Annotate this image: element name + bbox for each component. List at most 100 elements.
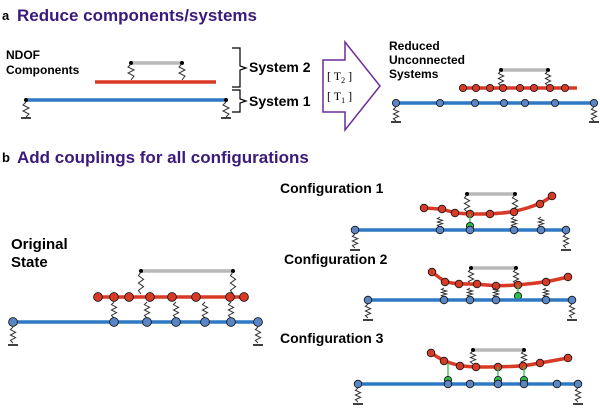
system1-spring (574, 387, 582, 403)
system2-node (471, 83, 481, 93)
system1-node (509, 225, 519, 235)
system2-spring (463, 194, 471, 213)
system2-node (529, 83, 539, 93)
system1-node (536, 225, 546, 235)
config2-diagram (363, 266, 577, 321)
system2-label: System 2 (249, 59, 311, 75)
system1-spring (590, 106, 598, 122)
system1-node (109, 317, 119, 327)
config2-label: Configuration 2 (284, 251, 388, 267)
system2-node (498, 83, 508, 93)
system1-node (200, 317, 210, 327)
reduced-label-line1: Reduced (389, 39, 440, 53)
system1-spring (254, 326, 262, 344)
system2-node (547, 191, 557, 201)
coupling-spring (172, 301, 180, 319)
coupling-spring (491, 287, 501, 298)
coupling-spring (541, 287, 551, 298)
coupling-spring (439, 287, 449, 298)
system2-node (225, 292, 235, 302)
top-bar-pin (465, 192, 469, 196)
system2-node (454, 279, 464, 289)
system1-label: System 1 (249, 93, 311, 109)
system1-node (499, 98, 509, 108)
system1-node (493, 379, 503, 389)
top-bar-pin (513, 192, 517, 196)
config1-diagram (350, 191, 571, 251)
system2-node (458, 83, 468, 93)
system1-node (350, 225, 360, 235)
system2-node (485, 209, 495, 219)
coupling-spring (201, 301, 209, 319)
system2-node (239, 292, 249, 302)
system2-node (515, 83, 525, 93)
system1-spring (21, 101, 31, 118)
system2-node (563, 353, 573, 363)
transform-arrow: [ T2 ] [ T1 ] (322, 39, 381, 133)
system2-node (167, 292, 177, 302)
coupling-spring (110, 301, 118, 319)
system2-node (471, 362, 481, 372)
system2-node (545, 83, 555, 93)
system1-node (439, 295, 449, 305)
original-label-line1: Original (11, 236, 68, 253)
system1-node (465, 379, 475, 389)
system2-spring (177, 63, 187, 81)
system1-node (443, 379, 453, 389)
system1-node (435, 98, 445, 108)
system2-node (93, 292, 103, 302)
system2-spring (126, 63, 136, 81)
system2-top-pin (129, 61, 133, 65)
system2-node (560, 83, 570, 93)
top-bar-pin (522, 348, 526, 352)
system2-node (509, 207, 519, 217)
system1-node (552, 379, 562, 389)
top-bar-pin (469, 266, 473, 270)
coupling-spring (143, 301, 151, 319)
system1-node (8, 317, 18, 327)
system2-node (191, 292, 201, 302)
top-bar-pin (231, 269, 235, 273)
system2-node (535, 358, 545, 368)
system2-spring (229, 271, 237, 295)
system2-spring (544, 70, 552, 87)
system2-node (419, 203, 429, 213)
system1-node (573, 379, 583, 389)
section-a-title: Reduce components/systems (17, 6, 257, 25)
system2-node (426, 348, 436, 358)
coupling-spring (509, 216, 519, 228)
system2-top-pin (180, 61, 184, 65)
coupling-spring (465, 287, 475, 298)
system1-node (589, 98, 599, 108)
transform-t2: [ T2 ] (327, 69, 352, 85)
original-label-line2: State (11, 254, 48, 271)
config3-diagram (353, 348, 583, 405)
system2-spring (497, 70, 505, 87)
reduced-label-line3: Systems (389, 67, 439, 81)
section-b-letter: b (2, 150, 10, 165)
top-bar-pin (546, 68, 550, 72)
system2-node (124, 292, 134, 302)
system2-node (450, 208, 460, 218)
system1-spring (392, 106, 400, 122)
system2-node (437, 204, 447, 214)
system2-spring (137, 271, 145, 295)
arrow-shape (322, 39, 381, 133)
system2-node (145, 292, 155, 302)
system2-node (472, 279, 482, 289)
system2-node (518, 361, 528, 371)
system1-node (541, 295, 551, 305)
system1-node (353, 379, 363, 389)
system1-node (435, 225, 445, 235)
config3-label: Configuration 3 (280, 330, 384, 346)
system2-node (491, 281, 501, 291)
system1-node (142, 317, 152, 327)
top-bar-pin (471, 348, 475, 352)
system1-node (226, 317, 236, 327)
panel-a-reduced-systems: Reduced Unconnected Systems (389, 39, 599, 123)
system1-spring (562, 233, 570, 249)
system1-end-pin (24, 98, 28, 102)
system2-node (485, 83, 495, 93)
system1-spring (354, 387, 362, 403)
